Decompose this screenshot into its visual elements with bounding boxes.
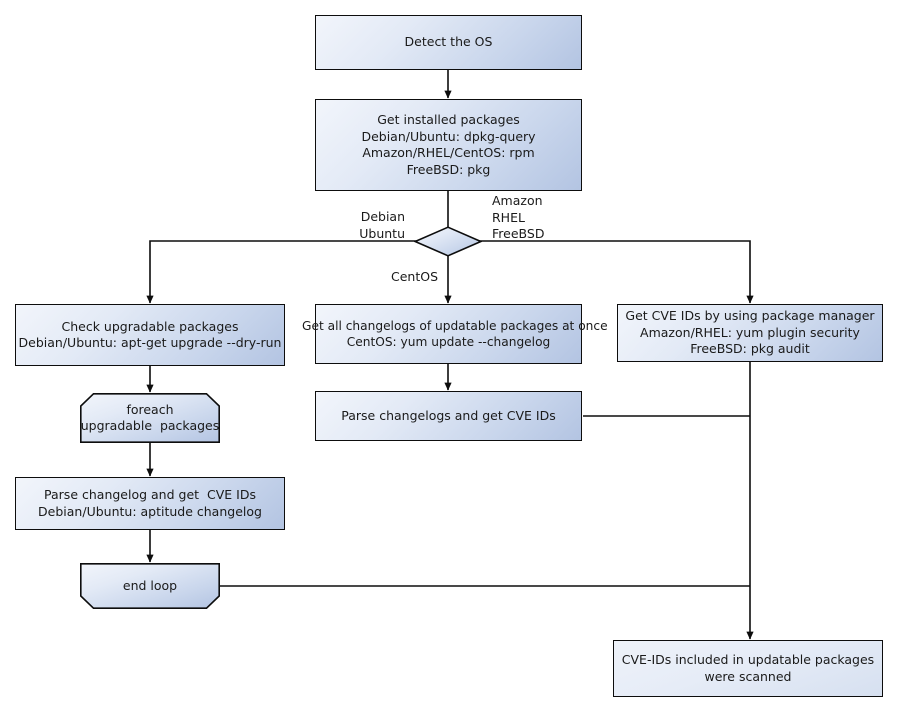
edge-label-centos: CentOS [390,269,438,284]
node-foreach-loop-start[interactable]: foreach upgradable packages [80,393,220,443]
loop-end-shape [80,563,220,609]
node-check-upgradable-packages[interactable]: Check upgradable packages Debian/Ubuntu:… [15,304,285,366]
node-parse-changelogs-cve-ids-label: Parse changelogs and get CVE IDs [341,407,556,423]
loop-start-shape [80,393,220,443]
node-detect-os-label: Detect the OS [404,34,493,50]
node-get-all-changelogs-label: Get all changelogs of updatable packages… [302,318,608,350]
node-get-cve-ids-package-manager[interactable]: Get CVE IDs by using package manager Ama… [617,304,883,362]
node-get-all-changelogs[interactable]: Get all changelogs of updatable packages… [302,304,608,364]
node-end-loop-label: end loop [122,577,178,593]
diamond-shape [413,226,483,257]
node-check-upgradable-packages-label: Check upgradable packages Debian/Ubuntu:… [18,318,282,351]
node-get-installed-packages[interactable]: Get installed packages Debian/Ubuntu: dp… [315,99,582,191]
node-os-decision[interactable] [413,226,483,257]
node-scan-complete[interactable]: CVE-IDs included in updatable packages w… [613,640,883,697]
edge-label-debian-ubuntu: Debian Ubuntu [359,209,405,241]
edge-label-amazon-rhel-freebsd: Amazon RHEL FreeBSD [492,193,545,241]
node-scan-complete-label: CVE-IDs included in updatable packages w… [621,652,875,684]
node-foreach-loop-start-label: foreach upgradable packages [80,401,220,434]
node-end-loop[interactable]: end loop [80,563,220,609]
node-parse-changelog-cve-ids[interactable]: Parse changelog and get CVE IDs Debian/U… [15,477,285,530]
node-get-installed-packages-label: Get installed packages Debian/Ubuntu: dp… [361,112,536,177]
node-get-cve-ids-package-manager-label: Get CVE IDs by using package manager Ama… [625,308,875,357]
node-parse-changelog-cve-ids-label: Parse changelog and get CVE IDs Debian/U… [38,487,262,519]
node-parse-changelogs-cve-ids[interactable]: Parse changelogs and get CVE IDs [315,391,582,441]
edge-decision-to-get-cve-ids [476,240,754,304]
node-detect-os[interactable]: Detect the OS [315,15,582,70]
